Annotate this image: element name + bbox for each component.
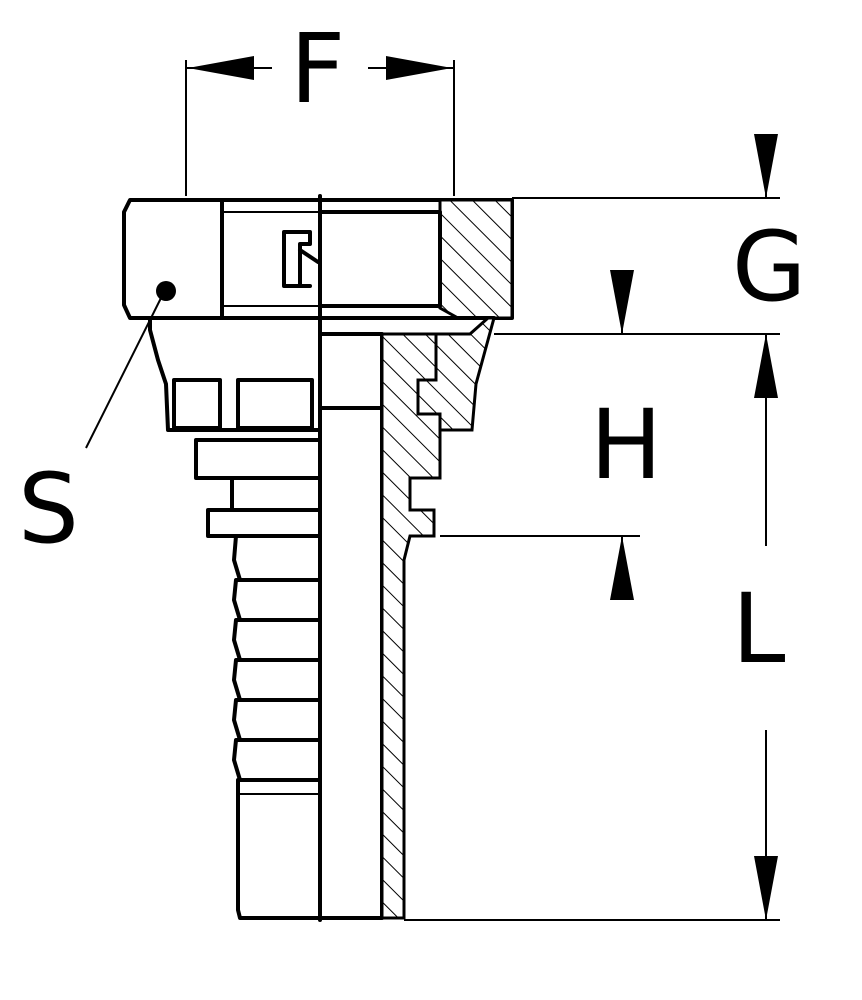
dim-f-arrow-left: [188, 56, 254, 80]
dimension-l: L: [404, 334, 785, 921]
dim-f-label: F: [290, 13, 345, 125]
dim-l-arrow-bottom: [754, 856, 778, 920]
hex-nut-section: [318, 198, 514, 320]
leader-s-label: S: [18, 453, 79, 565]
dimension-f: F: [185, 13, 455, 196]
stem-section: [318, 332, 442, 920]
dim-h-arrow-bottom: [610, 536, 634, 600]
leader-s: S: [18, 295, 163, 565]
dimension-g: G: [494, 134, 806, 398]
fitting-body: [122, 194, 514, 922]
marker-dot: [156, 281, 176, 301]
dim-h-label: H: [590, 389, 662, 501]
dimension-h: H: [440, 270, 662, 600]
dim-f-arrow-right: [386, 56, 452, 80]
dim-h-arrow-top: [610, 270, 634, 334]
dim-g-label: G: [732, 211, 806, 323]
dim-l-label: L: [732, 573, 785, 685]
hex-nut: [122, 198, 322, 320]
dim-g-arrow-top: [754, 134, 778, 198]
stem: [194, 438, 322, 920]
